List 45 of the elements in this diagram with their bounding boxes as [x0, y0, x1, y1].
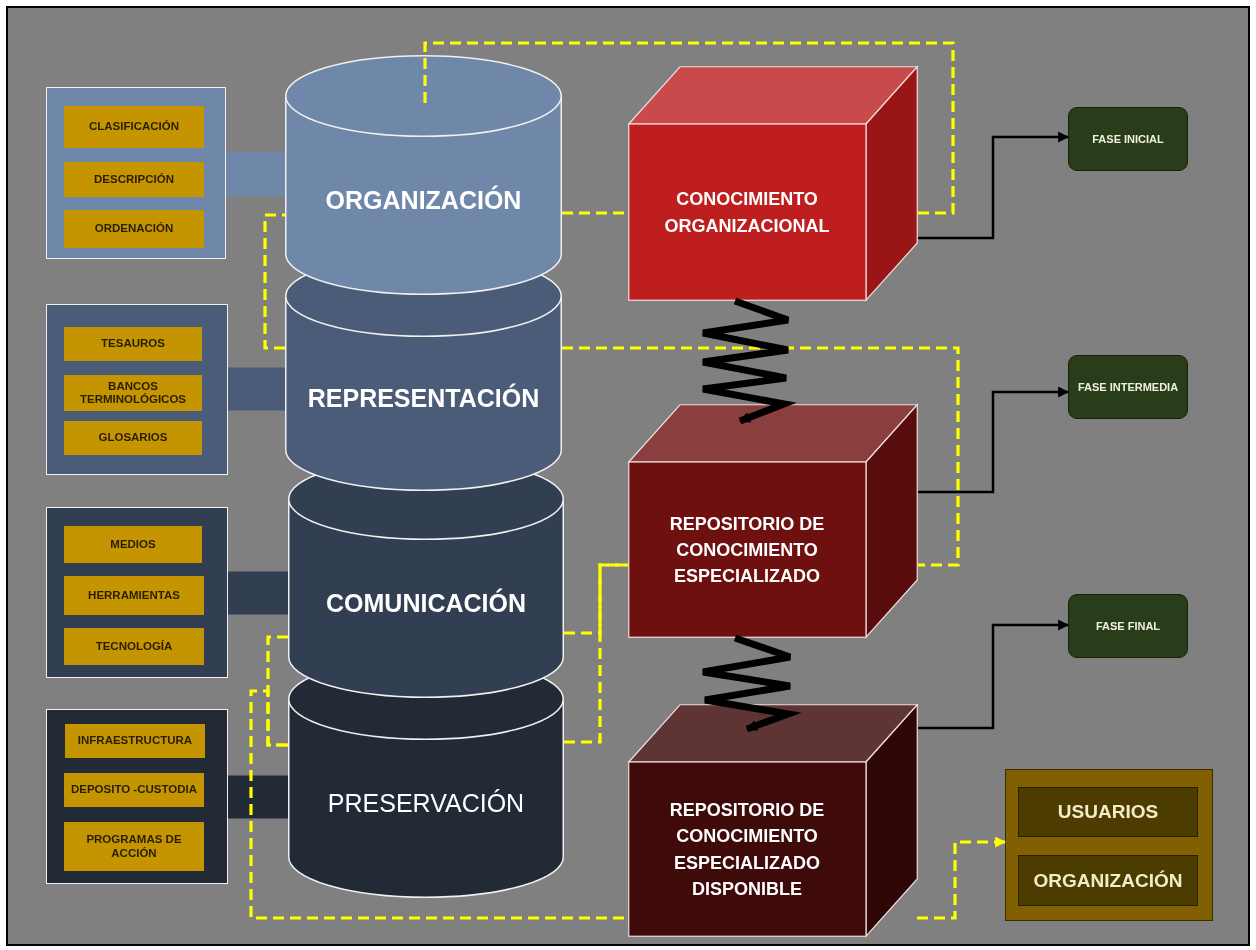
audience-box: USUARIOS [1018, 787, 1198, 837]
phase-box: FASE FINAL [1068, 594, 1188, 658]
category-box: PROGRAMAS DE ACCIÓN [64, 822, 204, 871]
category-box: ORDENACIÓN [64, 210, 204, 248]
arrow [918, 619, 1070, 730]
category-box: MEDIOS [64, 526, 202, 563]
phase-box: FASE INICIAL [1068, 107, 1188, 171]
dashed-arrow [917, 836, 1007, 920]
zigzag-arrow [699, 634, 802, 733]
category-box: GLOSARIOS [64, 421, 202, 455]
zigzag-arrow [699, 297, 797, 425]
arrow [918, 131, 1070, 240]
category-box: BANCOS TERMINOLÓGICOS [64, 375, 202, 411]
layer-label: ORGANIZACIÓN [324, 184, 523, 216]
dashed-connector [564, 563, 628, 744]
layer-label: PRESERVACIÓN [326, 788, 526, 819]
knowledge-label: CONOCIMIENTO ORGANIZACIONAL [663, 188, 831, 238]
group-panel [46, 507, 228, 678]
knowledge-label: REPOSITORIO DE CONOCIMIENTO ESPECIALIZADO [668, 512, 826, 589]
connector-band [226, 152, 285, 196]
audience-panel [1005, 769, 1213, 921]
dashed-connector [423, 41, 955, 215]
category-box: DESCRIPCIÓN [64, 162, 204, 197]
category-box: HERRAMIENTAS [64, 576, 204, 615]
category-box: TECNOLOGÍA [64, 628, 204, 665]
dashed-connector [562, 346, 960, 567]
phase-box: FASE INTERMEDIA [1068, 355, 1188, 419]
dashed-connector [564, 563, 628, 635]
group-panel [46, 87, 226, 259]
category-box: INFRAESTRUCTURA [65, 724, 205, 758]
dashed-connector [263, 213, 285, 350]
category-box: CLASIFICACIÓN [64, 106, 204, 148]
dashed-connector [266, 635, 288, 747]
layer-label: REPRESENTACIÓN [306, 382, 541, 414]
category-box: DEPOSITO -CUSTODIA [64, 773, 204, 807]
connector-band [228, 367, 285, 411]
audience-box: ORGANIZACIÓN [1018, 855, 1198, 906]
arrow [918, 386, 1070, 494]
category-box: TESAUROS [64, 327, 202, 361]
connector-band [228, 571, 288, 615]
knowledge-label: REPOSITORIO DE CONOCIMIENTO ESPECIALIZADO DISPONIBLE [668, 799, 826, 901]
layer-label: COMUNICACIÓN [325, 587, 527, 619]
group-panel [46, 304, 228, 475]
group-panel [46, 709, 228, 884]
connector-band [228, 775, 288, 819]
